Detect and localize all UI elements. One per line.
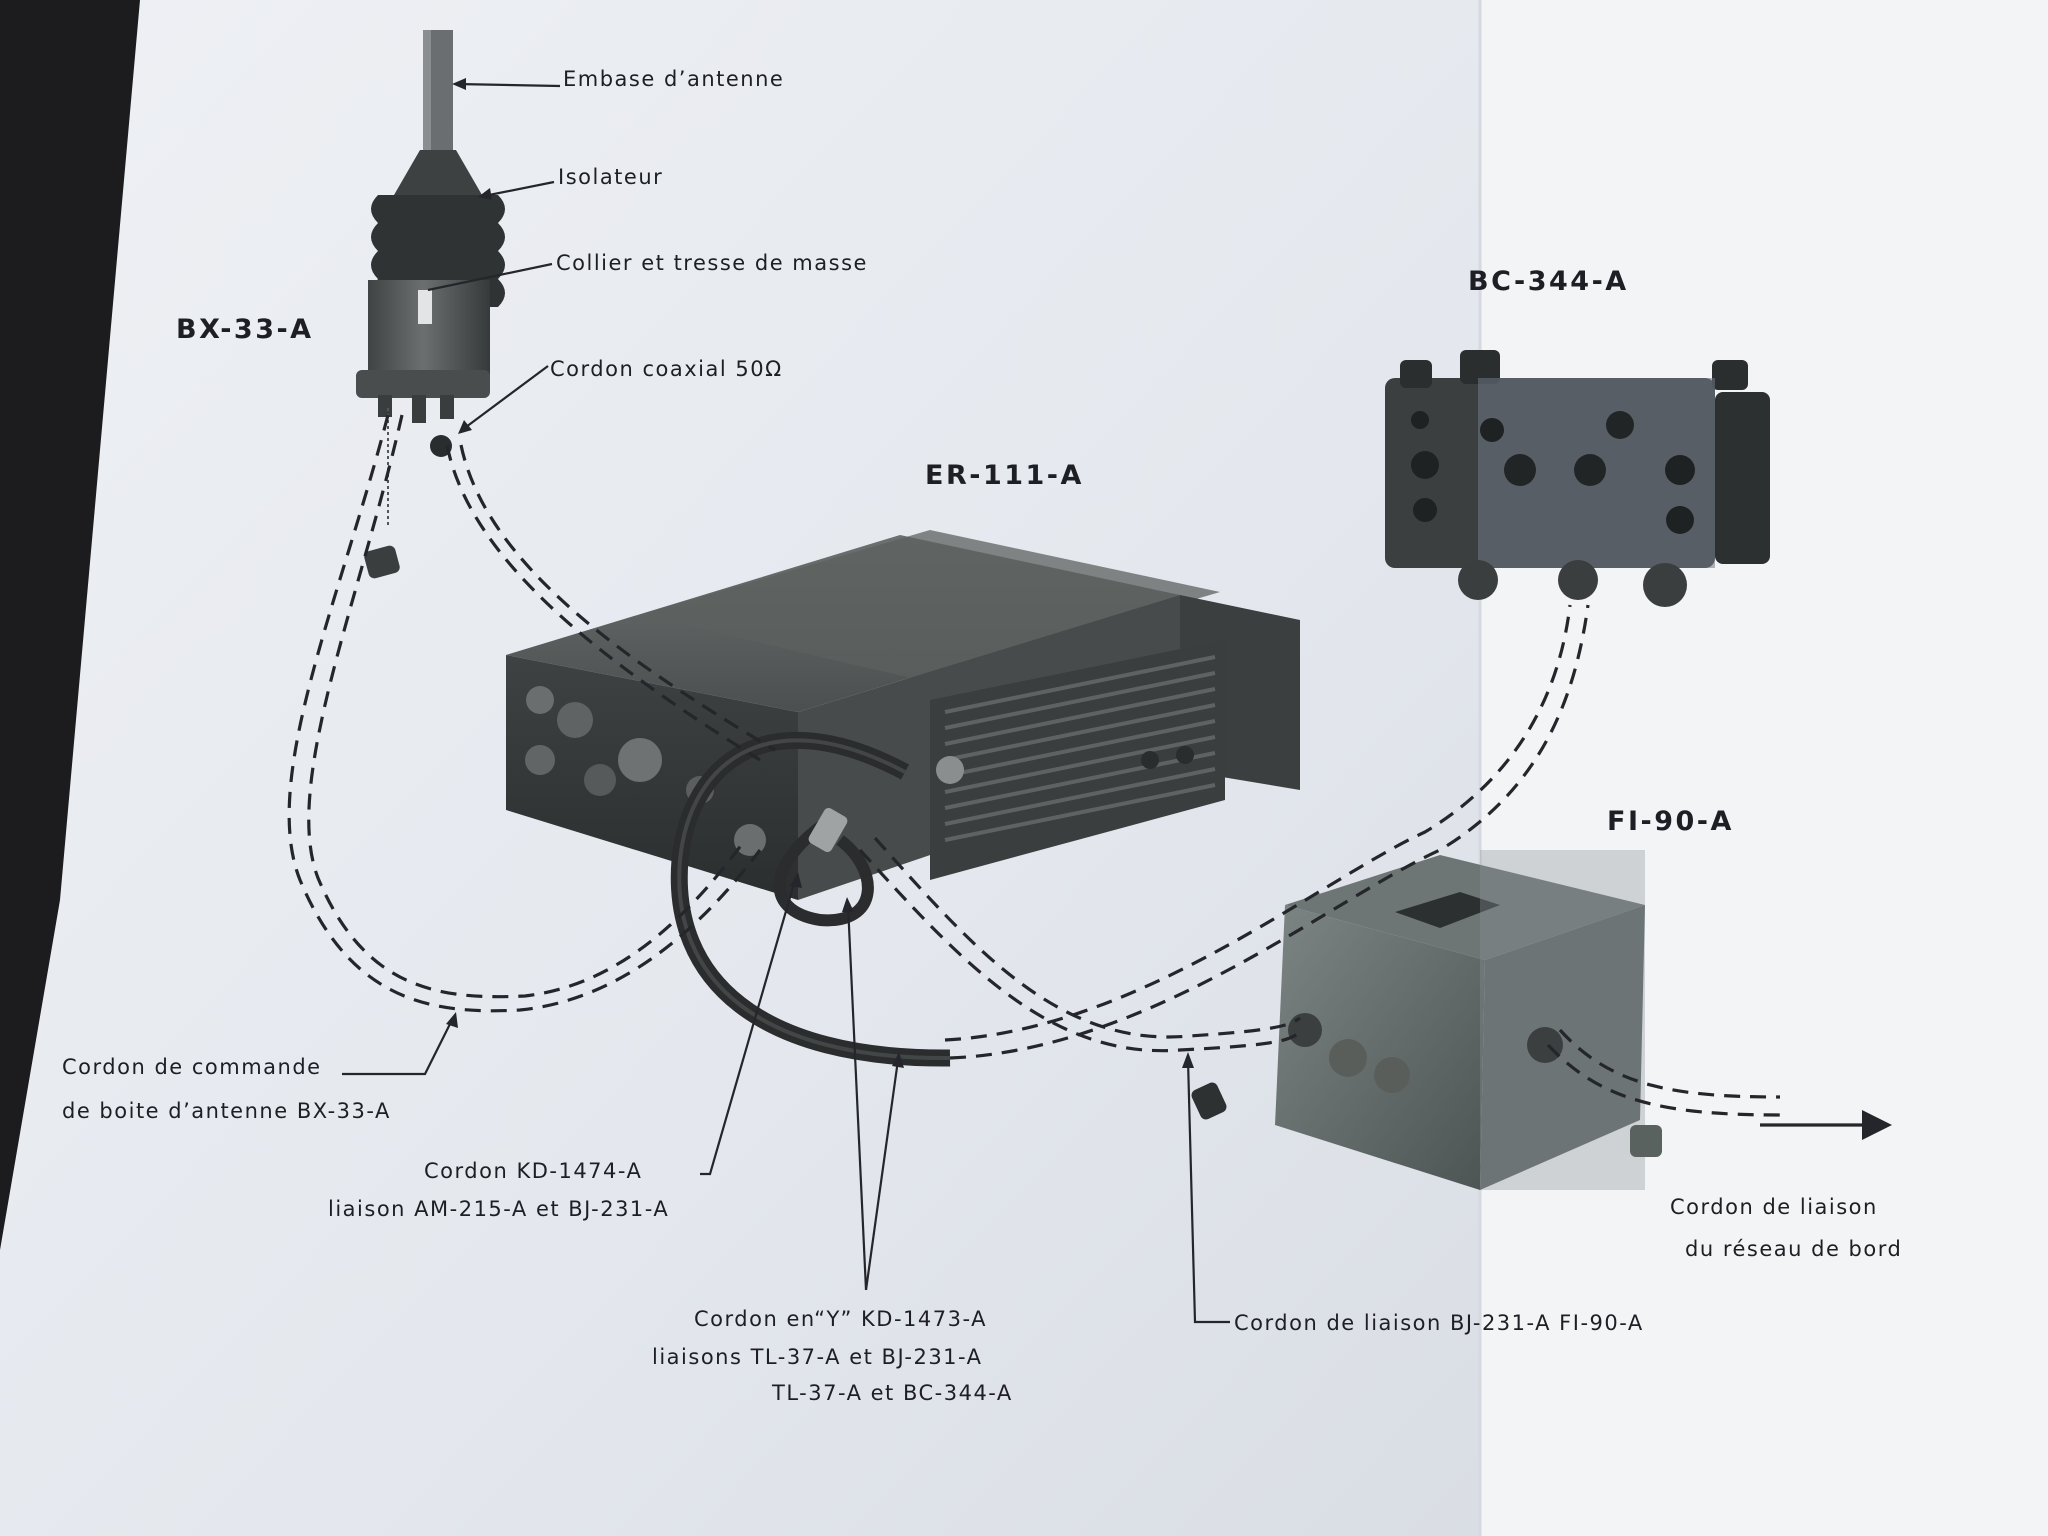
label-y-cord-2: liaisons TL-37-A et BJ-231-A	[652, 1345, 983, 1369]
dust-cap	[364, 545, 400, 579]
bellows	[371, 195, 505, 307]
bj231-fi90-cord-path	[858, 848, 1301, 1053]
fi-90-a-filter	[1191, 850, 1662, 1190]
radio-knob	[525, 745, 555, 775]
coax-plug	[430, 435, 452, 457]
control-cord-path	[287, 414, 762, 1013]
bc-connector	[1558, 560, 1598, 600]
fi-connector	[1288, 1013, 1322, 1047]
label-network-cord-1: Cordon de liaison	[1670, 1195, 1878, 1219]
fi-dust-cap	[1191, 1082, 1227, 1120]
label-control-cord-1: Cordon de commande	[62, 1055, 322, 1079]
leader-lines	[342, 78, 1230, 1324]
bc-knob	[1413, 498, 1437, 522]
y-cord-to-bc344-path	[949, 604, 1590, 1060]
bc-344-a-control-box	[1385, 350, 1770, 607]
coax-cord-path	[445, 444, 761, 762]
radio-knob	[584, 764, 616, 796]
right-page	[1480, 0, 2048, 1536]
fi-top-window	[1395, 892, 1500, 928]
title-er-111-a: ER-111-A	[925, 460, 1084, 491]
radio-knob	[557, 702, 593, 738]
label-antenna-base: Embase d’antenne	[563, 67, 784, 91]
label-kd1474-2: liaison AM-215-A et BJ-231-A	[328, 1197, 669, 1221]
bc-knob	[1480, 418, 1504, 442]
y-cord-plug	[808, 808, 848, 852]
title-bx-33-a: BX-33-A	[176, 314, 314, 345]
label-control-cord-2: de boite d’antenne BX-33-A	[62, 1099, 391, 1123]
fi-dust-cap	[1630, 1125, 1662, 1157]
bc-knob	[1504, 454, 1536, 486]
label-kd1474-1: Cordon KD-1474-A	[424, 1159, 642, 1183]
network-cord-path	[1546, 1043, 1781, 1117]
bc-connector	[1643, 563, 1687, 607]
fi-connector	[1527, 1027, 1563, 1063]
fi-connector	[1329, 1039, 1367, 1077]
title-bc-344-a: BC-344-A	[1468, 266, 1629, 297]
label-y-cord-1: Cordon en“Y” KD-1473-A	[694, 1307, 987, 1331]
arrow-head-icon	[1862, 1110, 1892, 1140]
label-ground-strap: Collier et tresse de masse	[556, 251, 868, 275]
fi-connector	[1374, 1057, 1410, 1093]
radio-connector	[734, 824, 766, 856]
fi-front	[1275, 905, 1485, 1190]
label-y-cord-3: TL-37-A et BC-344-A	[771, 1381, 1013, 1405]
callout-labels: Embase d’antenne Isolateur Collier et tr…	[62, 67, 1902, 1405]
radio-knob	[618, 738, 662, 782]
label-coax-cord: Cordon coaxial 50Ω	[550, 357, 783, 381]
heatsink-fins	[944, 655, 1216, 842]
bc-knob	[1574, 454, 1606, 486]
bc-knob	[1411, 451, 1439, 479]
bc-knob	[1665, 455, 1695, 485]
equipment-titles: BX-33-A ER-111-A BC-344-A FI-90-A	[176, 266, 1734, 837]
dashed-cables	[287, 414, 1892, 1140]
ground-strap-plate	[418, 290, 432, 324]
bc-connector	[1458, 560, 1498, 600]
insulator-cone	[394, 150, 482, 195]
radio-connector	[936, 756, 964, 784]
title-fi-90-a: FI-90-A	[1607, 806, 1734, 837]
label-insulator: Isolateur	[558, 165, 663, 189]
kd1474-cord-loop	[773, 815, 874, 927]
label-network-cord-2: du réseau de bord	[1685, 1237, 1902, 1261]
er-111-a-radio	[506, 530, 1300, 900]
radio-knob	[526, 686, 554, 714]
bc-knob	[1666, 506, 1694, 534]
bx-33-a-antenna-box	[356, 30, 505, 579]
bc-knob	[1606, 411, 1634, 439]
label-bj231-fi90-cord: Cordon de liaison BJ-231-A FI-90-A	[1234, 1311, 1644, 1335]
